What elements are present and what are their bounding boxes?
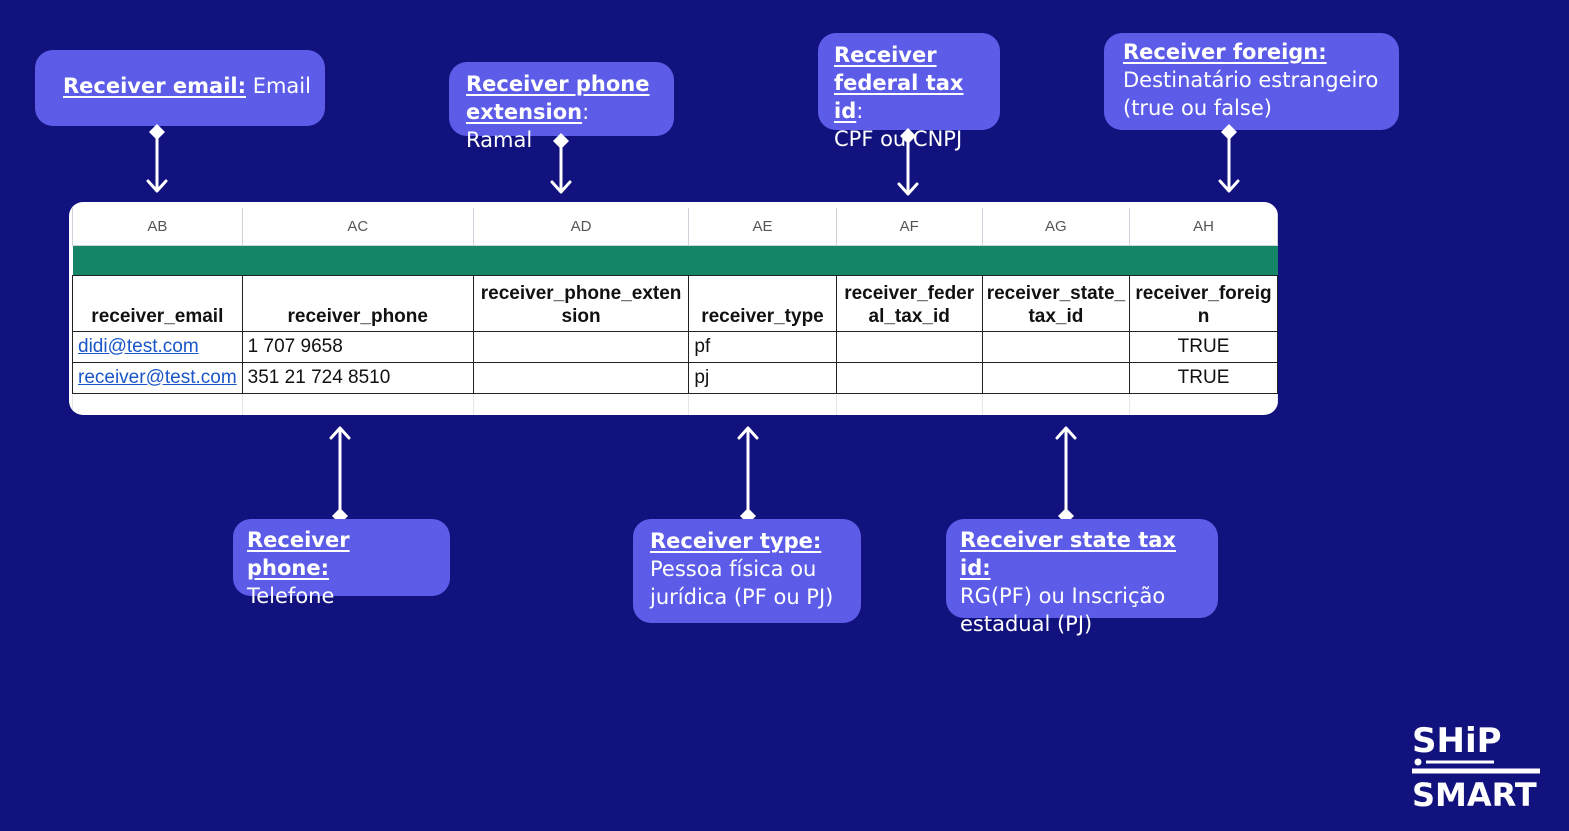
band-cell[interactable] — [242, 245, 474, 275]
callout-receiver-phone-extension: Receiver phone extension: Ramal — [449, 62, 674, 152]
header-cell-receiver-federal-tax-id[interactable]: receiver_federal_tax_id — [835, 274, 983, 332]
callout-title: Receiver type: — [650, 529, 822, 553]
column-letter[interactable]: AC — [241, 208, 474, 246]
diamond-marker-icon — [149, 124, 165, 140]
diamond-marker-icon — [900, 128, 916, 144]
callout-title: Receiver — [834, 43, 937, 67]
field-header-row: receiver_email receiver_phone receiver_p… — [72, 274, 1278, 332]
callout-text: Destinatário estrangeiro — [1123, 68, 1379, 92]
header-cell-receiver-phone[interactable]: receiver_phone — [241, 274, 474, 332]
column-letter[interactable]: AE — [688, 208, 837, 246]
column-letter[interactable]: AB — [72, 208, 243, 246]
column-letter[interactable]: AD — [472, 208, 690, 246]
callout-text: Telefone — [247, 584, 335, 608]
callout-receiver-federal-tax-id: Receiver federal tax id: CPF ou CNPJ — [818, 33, 1000, 151]
empty-cell[interactable] — [241, 393, 474, 415]
diamond-marker-icon — [553, 133, 569, 149]
band-cell[interactable] — [688, 245, 837, 275]
band-cell[interactable] — [836, 245, 983, 275]
arrow-up-icon — [737, 426, 759, 516]
column-letter[interactable]: AG — [981, 208, 1131, 246]
arrow-down-icon — [897, 135, 919, 196]
logo-text-smart: SMART — [1412, 776, 1537, 810]
callout-text: RG(PF) ou Inscrição — [960, 584, 1166, 608]
email-link-cell[interactable]: receiver@test.com — [72, 361, 243, 394]
band-cell[interactable] — [473, 245, 689, 275]
empty-cell[interactable] — [1129, 393, 1278, 415]
callout-text: jurídica (PF ou PJ) — [650, 585, 834, 609]
empty-cell[interactable] — [981, 393, 1131, 415]
table-cell[interactable]: pf — [688, 330, 837, 363]
callout-text: (true ou false) — [1123, 96, 1272, 120]
table-cell[interactable]: pj — [688, 361, 837, 394]
table-cell[interactable]: TRUE — [1129, 330, 1278, 363]
band-cell[interactable] — [982, 245, 1130, 275]
band-cell[interactable] — [1129, 245, 1278, 275]
column-letter-row: AB AC AD AE AF AG AH — [72, 208, 1278, 246]
callout-title: Receiver phone — [466, 72, 650, 96]
header-band-row — [72, 245, 1278, 275]
table-row: didi@test.com 1 707 9658 pf TRUE — [72, 330, 1278, 363]
spreadsheet-table: AB AC AD AE AF AG AH receiver_email rece… — [72, 208, 1278, 415]
arrow-up-icon — [1055, 426, 1077, 516]
table-cell[interactable] — [472, 361, 690, 394]
band-cell[interactable] — [72, 245, 243, 275]
callout-receiver-state-tax-id: Receiver state tax id: RG(PF) ou Inscriç… — [946, 519, 1218, 636]
callout-receiver-type: Receiver type: Pessoa física ou jurídica… — [633, 519, 861, 623]
header-cell-receiver-phone-extension[interactable]: receiver_phone_extension — [472, 274, 690, 332]
callout-title: extension — [466, 100, 583, 124]
callout-title: federal tax id — [834, 71, 964, 123]
table-cell[interactable]: 351 21 724 8510 — [241, 361, 474, 394]
diamond-marker-icon — [1221, 124, 1237, 140]
column-letter[interactable]: AH — [1129, 208, 1278, 246]
column-letter[interactable]: AF — [835, 208, 983, 246]
callout-receiver-foreign: Receiver foreign: Destinatário estrangei… — [1104, 33, 1399, 130]
arrow-down-icon — [1218, 132, 1240, 193]
callout-text: Pessoa física ou — [650, 557, 817, 581]
table-cell[interactable] — [981, 330, 1131, 363]
callout-text: : Ramal — [466, 100, 590, 152]
arrow-down-icon — [146, 132, 168, 193]
callout-text: CPF ou CNPJ — [834, 127, 963, 151]
callout-colon: : — [856, 99, 864, 123]
table-cell[interactable] — [981, 361, 1131, 394]
header-cell-receiver-foreign[interactable]: receiver_foreign — [1129, 274, 1278, 332]
arrow-down-icon — [550, 140, 572, 194]
shipsmart-logo: SHiP SMART — [1412, 721, 1540, 810]
table-cell[interactable]: TRUE — [1129, 361, 1278, 394]
empty-row — [72, 393, 1278, 415]
table-cell[interactable] — [835, 361, 983, 394]
logo-text-ship: SHiP — [1412, 721, 1502, 761]
header-cell-receiver-state-tax-id[interactable]: receiver_state_tax_id — [981, 274, 1131, 332]
callout-title: Receiver email: — [63, 74, 246, 98]
callout-text: Email — [252, 74, 311, 98]
table-row: receiver@test.com 351 21 724 8510 pj TRU… — [72, 361, 1278, 394]
logo-dot-icon — [1414, 758, 1422, 766]
callout-title: Receiver phone: — [247, 528, 350, 580]
spreadsheet-panel: AB AC AD AE AF AG AH receiver_email rece… — [69, 202, 1278, 415]
arrow-up-icon — [329, 426, 351, 516]
callout-text: estadual (PJ) — [960, 612, 1093, 636]
callout-receiver-phone: Receiver phone: Telefone — [233, 519, 450, 608]
callout-title: Receiver state tax id: — [960, 528, 1176, 580]
callout-title: Receiver foreign: — [1123, 40, 1327, 64]
callout-receiver-email: Receiver email: Email — [35, 50, 325, 126]
